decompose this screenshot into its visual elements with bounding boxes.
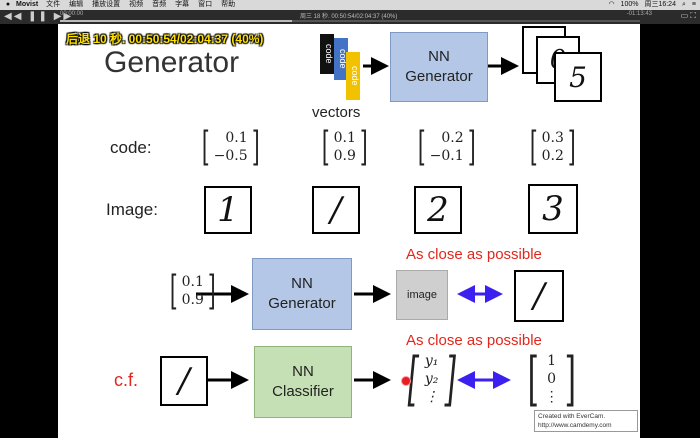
app-menu[interactable]: Movist	[16, 1, 39, 8]
digit-image-4: 3	[528, 184, 578, 234]
seek-osd-message: 后退 10 秒. 00:50:54/02:04:37 (40%)	[66, 32, 264, 46]
code-vector-1: [ 0.1−0.5 ]	[201, 124, 260, 170]
nn-classifier-line2: Classifier	[272, 383, 334, 400]
evercam-watermark: Created with EverCam. http://www.camdemy…	[534, 410, 638, 432]
code-bar-black: code	[320, 34, 334, 74]
code-bar-blue: code	[334, 38, 348, 80]
image-label: Image:	[106, 200, 158, 219]
nn-generator-top: NN Generator	[390, 32, 488, 102]
menu-bar: ● Movist 文件 编辑 播放设置 视频 音频 字幕 窗口 帮助 ◠ 100…	[0, 0, 700, 10]
wifi-icon[interactable]: ◠	[608, 1, 615, 8]
code-vector-4-b: 0.2	[541, 148, 564, 164]
nn-generator-box: NN Generator	[252, 258, 352, 330]
remaining-time: -01:13:43	[626, 11, 652, 17]
arrows-layer	[196, 57, 519, 389]
row4-input-digit: /	[160, 356, 208, 406]
code-vector-2-a: 0.1	[333, 130, 356, 146]
y-vector-1: y₁	[424, 353, 439, 369]
watermark-line2: http://www.camdemy.com	[538, 422, 612, 429]
vectors-label: vectors	[312, 104, 361, 121]
code-label: code:	[110, 138, 152, 157]
target-vector-1: 1	[547, 353, 557, 369]
menu-list-icon[interactable]: ≡	[691, 1, 696, 8]
right-letterbox	[640, 24, 700, 438]
close-as-possible-1: As close as possible	[406, 246, 542, 263]
menu-video[interactable]: 视频	[129, 1, 144, 8]
nn-generator-line1: NN	[291, 275, 313, 292]
seek-bar[interactable]	[60, 20, 640, 22]
slide-title: Generator	[104, 46, 240, 79]
nn-generator-line2: Generator	[268, 295, 336, 312]
mouse-cursor-highlight	[401, 376, 411, 386]
code-vector-3-a: 0.2	[441, 130, 464, 146]
menu-help[interactable]: 帮助	[221, 1, 236, 8]
seek-bar-fill	[60, 20, 292, 22]
nn-classifier-line1: NN	[292, 363, 314, 380]
nn-generator-top-line1: NN	[428, 48, 450, 65]
nn-generator-top-line2: Generator	[405, 68, 473, 85]
stacked-digit-front: 5	[554, 52, 602, 102]
cf-label: c.f.	[114, 370, 139, 390]
target-vector-3: ⋮	[544, 389, 559, 405]
elapsed-time: 00:00:00	[60, 11, 84, 17]
player-title: 周三 18 秒. 00:50:54/02:04:37 (40%)	[300, 14, 398, 20]
window-buttons[interactable]: ▭ ⛶	[680, 11, 696, 20]
menu-edit[interactable]: 编辑	[69, 1, 84, 8]
digit-image-2: /	[312, 186, 360, 234]
digit-image-3: 2	[414, 186, 462, 234]
code-vector-2-b: 0.9	[333, 148, 356, 164]
menu-subtitle[interactable]: 字幕	[175, 1, 190, 8]
digit-image-1: 1	[204, 186, 252, 234]
player-control-bar: ◀◀ ❚❚ ▶▶ 00:00:00 周三 18 秒. 00:50:54/02:0…	[0, 10, 700, 24]
row3-code-a: 0.1	[181, 274, 204, 290]
left-letterbox	[0, 24, 58, 438]
search-icon[interactable]: ⌕	[681, 1, 686, 8]
image-placeholder: image	[396, 270, 448, 320]
slide: Generator code code code vectors NN Gene…	[58, 24, 640, 438]
code-vector-4-a: 0.3	[541, 130, 564, 146]
close-as-possible-2: As close as possible	[406, 332, 542, 349]
y-vector-2: y₂	[424, 371, 439, 387]
clock[interactable]: 周三16:24	[644, 1, 676, 8]
menu-audio[interactable]: 音频	[152, 1, 167, 8]
watermark-line1: Created with EverCam.	[538, 413, 606, 420]
y-vector-3: ⋮	[424, 389, 439, 405]
menu-file[interactable]: 文件	[46, 1, 61, 8]
menu-playback[interactable]: 播放设置	[92, 1, 121, 8]
row3-code-b: 0.9	[181, 292, 204, 308]
row3-target-digit: /	[514, 270, 564, 322]
nn-classifier-box: NN Classifier	[254, 346, 352, 418]
code-vector-3-b: −0.1	[429, 148, 464, 164]
battery-level[interactable]: 100%	[620, 1, 639, 8]
apple-icon[interactable]: ●	[5, 1, 11, 8]
code-vector-3: [ 0.2−0.1 ]	[417, 124, 476, 170]
code-bar-yellow: code	[346, 52, 360, 100]
playback-buttons[interactable]: ◀◀ ❚❚ ▶▶	[4, 11, 74, 22]
menu-window[interactable]: 窗口	[198, 1, 213, 8]
target-vector-2: 0	[547, 371, 557, 387]
code-vector-1-a: 0.1	[225, 130, 248, 146]
code-vector-1-b: −0.5	[213, 148, 248, 164]
